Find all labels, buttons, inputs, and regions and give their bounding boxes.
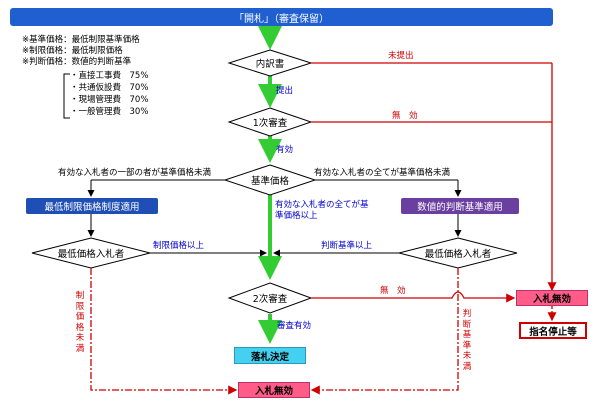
- node-numeric-criteria: 数値的判断基準適用: [401, 198, 519, 214]
- ratio-common-temp: ・共通仮設費 70%: [70, 83, 149, 93]
- diamond-first-review: [227, 107, 313, 137]
- diamond-proposal: [227, 49, 313, 77]
- note-limit-price: ※制限価格：最低制限価格: [22, 46, 123, 56]
- label-invalid-first-review: 無 効: [392, 111, 418, 121]
- label-some-below-base: 有効な入札者の一部の者が基準価格未満: [58, 168, 212, 178]
- ratio-site-mgmt: ・現場管理費 70%: [70, 95, 149, 105]
- invalid-lines: [90, 62, 557, 395]
- node-min-limit-system: 最低制限価格制度適用: [26, 198, 158, 214]
- node-lowest-bidder-right: 最低価格入札者: [424, 249, 492, 260]
- branch-lines: [87, 179, 462, 257]
- title-bar: 「開札」（審査保留）: [10, 8, 553, 26]
- label-review-valid: 審査有効: [277, 321, 312, 331]
- node-proposal: 内訳書: [255, 59, 285, 70]
- label-all-below-base: 有効な入札者の全てが基準価格未満: [314, 168, 451, 178]
- label-all-above-base: 有効な入札者の全てが基準価格以上: [275, 200, 369, 221]
- diamond-base-price: [223, 164, 317, 196]
- node-lowest-bidder-left: 最低価格入札者: [57, 249, 125, 260]
- label-judge-criteria-below: 判断基準未満: [462, 309, 472, 372]
- ratio-general-mgmt: ・一般管理費 30%: [70, 107, 149, 117]
- ratio-bracket: [63, 73, 70, 119]
- note-base-price: ※基準価格：最低制限基準価格: [22, 35, 140, 45]
- node-nomination-suspension: 指名停止等: [519, 322, 587, 339]
- label-not-submitted: 未提出: [388, 51, 414, 61]
- label-limit-price-above: 制限価格以上: [153, 241, 205, 251]
- ratio-direct-cost: ・直接工事費 75%: [70, 71, 149, 81]
- decision-shapes: [31, 49, 518, 314]
- note-judge-price: ※判断価格：数値的判断基準: [22, 57, 132, 67]
- label-limit-price-below: 制限価格未満: [75, 291, 85, 354]
- label-judge-criteria-above: 判断基準以上: [321, 241, 373, 251]
- label-valid: 有効: [276, 145, 294, 155]
- diamond-second-review: [227, 282, 313, 314]
- node-second-review: 2次審査: [252, 294, 288, 305]
- node-award-decision: 落札決定: [234, 347, 306, 364]
- node-base-price: 基準価格: [250, 176, 289, 187]
- node-bid-invalid-bottom: 入札無効: [238, 382, 310, 398]
- title-text: 「開札」（審査保留）: [234, 13, 329, 25]
- label-submitted: 提出: [276, 86, 294, 96]
- label-invalid-second-review: 無 効: [380, 286, 406, 296]
- node-first-review: 1次審査: [252, 118, 288, 129]
- node-bid-invalid-right: 入札無効: [516, 290, 588, 306]
